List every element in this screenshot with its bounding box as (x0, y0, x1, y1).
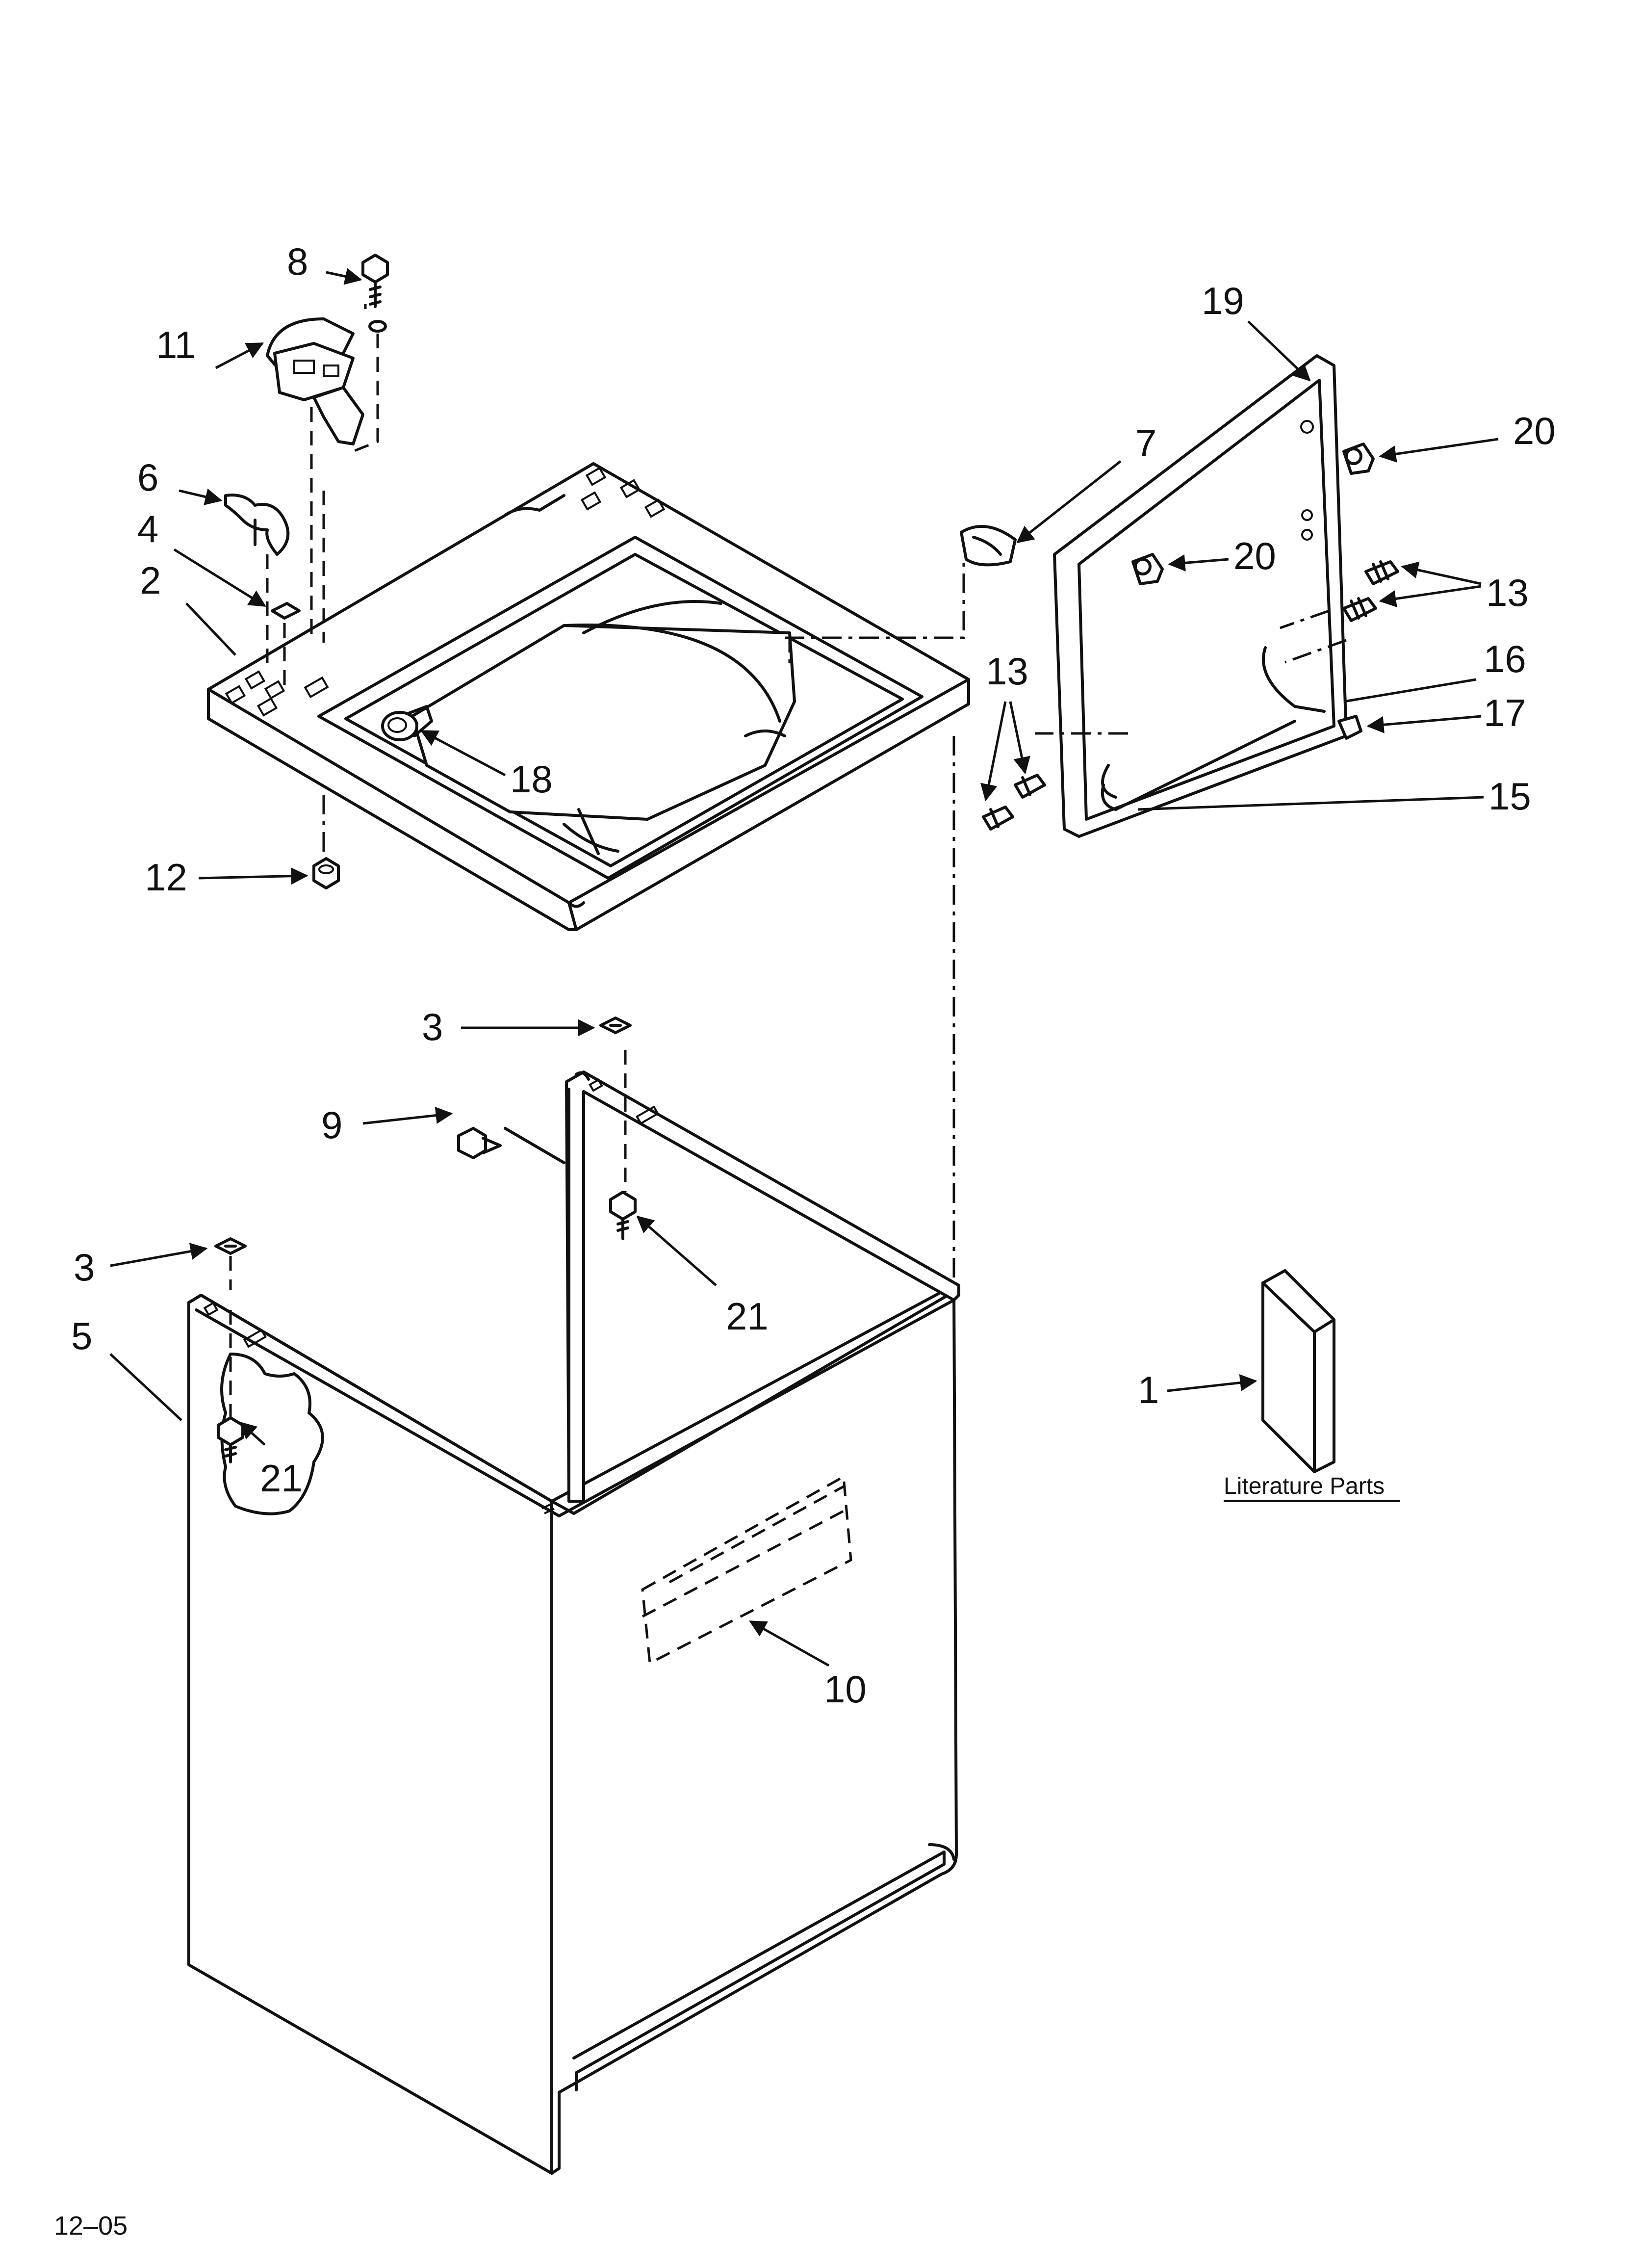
callout-8: 8 (287, 240, 308, 283)
callout-12: 12 (145, 856, 187, 899)
callout-1: 1 (1138, 1368, 1159, 1411)
callout-7: 7 (1135, 421, 1156, 465)
callout-21a: 21 (726, 1295, 769, 1338)
callout-21b: 21 (260, 1457, 303, 1500)
callout-13b: 13 (986, 650, 1028, 693)
corner-clip-rear (599, 1017, 632, 1034)
cabinet-screw-9 (457, 1127, 565, 1164)
clip-nut (271, 602, 301, 620)
callout-11: 11 (156, 323, 196, 366)
callout-13a: 13 (1486, 571, 1529, 614)
callout-3b: 3 (74, 1246, 95, 1289)
callout-4: 4 (137, 507, 158, 550)
lid-bumper-upper (1342, 443, 1375, 475)
literature-book (1261, 1269, 1335, 1473)
wire-clip (224, 494, 290, 556)
callout-18: 18 (510, 757, 553, 801)
lid (1053, 354, 1348, 838)
callout-15: 15 (1488, 775, 1531, 818)
switch-screw (361, 254, 389, 333)
callout-19: 19 (1202, 279, 1244, 322)
corner-clip-left (214, 1237, 247, 1255)
hinge-clip (1337, 715, 1362, 740)
literature-parts-label: Literature Parts (1224, 1473, 1385, 1499)
callout-3a: 3 (422, 1005, 443, 1048)
cabinet (187, 1070, 960, 2175)
callout-5: 5 (71, 1314, 92, 1357)
lid-switch (266, 317, 364, 445)
callout-20b: 20 (1233, 534, 1276, 577)
washer-top (207, 462, 970, 931)
cabinet-screw-rear (609, 1191, 637, 1240)
callout-9: 9 (321, 1103, 342, 1147)
hinge-screws-left (982, 774, 1046, 831)
lid-stop-bumper (960, 525, 1017, 567)
hinge-screws-right (1342, 560, 1399, 622)
callout-10: 10 (824, 1668, 867, 1711)
callout-2: 2 (140, 559, 161, 602)
top-slots (225, 467, 666, 717)
leaders (109, 268, 1499, 1667)
footer-code: 12–05 (54, 2211, 128, 2241)
callout-17: 17 (1484, 691, 1526, 734)
hex-nut (312, 857, 340, 889)
tub-nozzle (381, 705, 433, 741)
callout-20a: 20 (1513, 409, 1556, 452)
callout-16: 16 (1484, 637, 1526, 680)
callout-6: 6 (137, 456, 158, 499)
lid-bumper-lower (1131, 553, 1164, 585)
callout-labels: 8 11 6 4 2 12 18 7 19 20 20 13 13 16 17 … (71, 240, 1556, 1711)
